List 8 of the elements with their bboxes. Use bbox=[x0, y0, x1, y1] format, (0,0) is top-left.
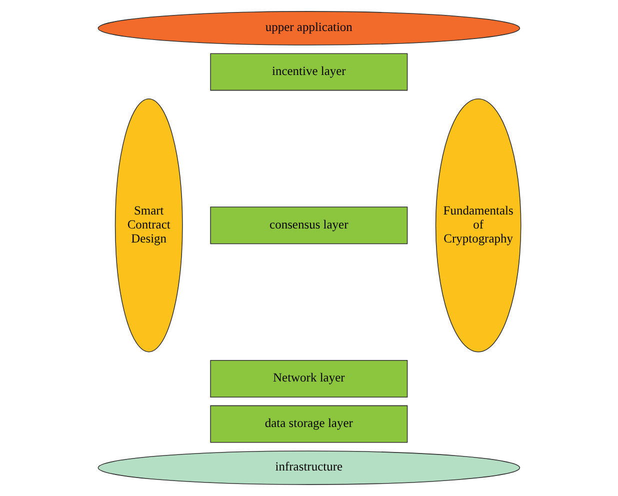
node-box: incentive layer bbox=[210, 53, 408, 91]
node-ellipse: Fundamentals of Cryptography bbox=[434, 98, 521, 352]
node-box: Network layer bbox=[210, 360, 408, 398]
node-box: data storage layer bbox=[210, 405, 408, 443]
node-ellipse: upper application bbox=[97, 11, 520, 46]
node-ellipse: Smart Contract Design bbox=[114, 98, 182, 352]
node-box: consensus layer bbox=[210, 206, 408, 244]
node-ellipse: infrastructure bbox=[97, 450, 520, 485]
